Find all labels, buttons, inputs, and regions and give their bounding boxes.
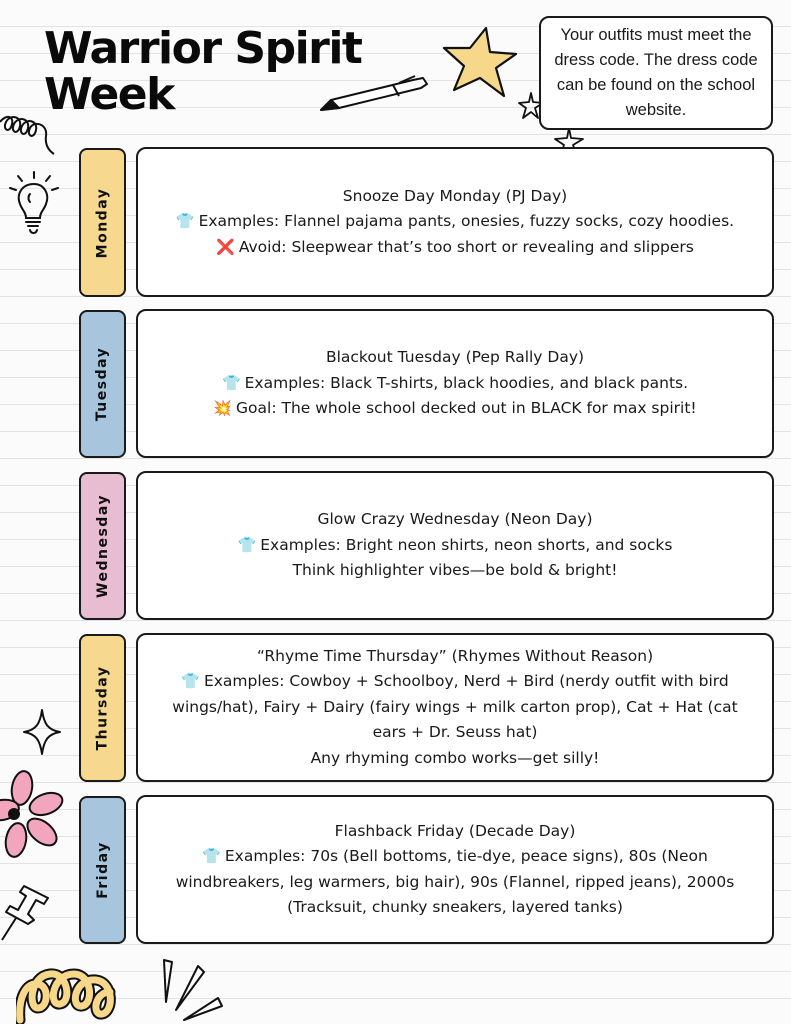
tuesday-goal: Goal: The whole school decked out in BLA… — [236, 399, 697, 418]
monday-examples: Examples: Flannel pajama pants, onesies,… — [198, 212, 735, 231]
lightbulb-icon — [9, 171, 59, 234]
day-tab-wednesday: Wednesday — [79, 472, 126, 620]
wednesday-examples: Examples: Bright neon shirts, neon short… — [260, 535, 673, 554]
friday-examples: Examples: 70s (Bell bottoms, tie-dye, pe… — [175, 847, 735, 916]
collision-icon: 💥 — [213, 399, 233, 418]
tuesday-goal-row: 💥Goal: The whole school decked out in BL… — [213, 396, 696, 422]
title-line-1: Warrior Spirit — [44, 23, 363, 74]
day-tab-thursday-label: Thursday — [94, 665, 111, 751]
friday-title: Flashback Friday (Decade Day) — [334, 821, 576, 840]
tuesday-examples: Examples: Black T-shirts, black hoodies,… — [244, 373, 689, 392]
thursday-examples-row: 👕Examples: Cowboy + Schoolboy, Nerd + Bi… — [154, 669, 756, 746]
day-tab-tuesday-label: Tuesday — [94, 346, 111, 422]
day-card-friday: Flashback Friday (Decade Day) 👕Examples:… — [136, 795, 774, 944]
sparkle-icon — [23, 709, 61, 755]
wednesday-extra: Think highlighter vibes—be bold & bright… — [292, 561, 618, 580]
title-line-2: Week — [44, 69, 175, 120]
flower-icon — [0, 770, 64, 858]
shirt-icon: 👕 — [221, 373, 241, 392]
shirt-icon: 👕 — [237, 535, 257, 554]
cross-mark-icon: ❌ — [216, 237, 235, 256]
day-card-thursday: “Rhyme Time Thursday” (Rhymes Without Re… — [136, 633, 774, 782]
tuesday-title: Blackout Tuesday (Pep Rally Day) — [325, 348, 585, 367]
day-tab-friday: Friday — [79, 796, 126, 944]
monday-avoid-row: ❌Avoid: Sleepwear that’s too short or re… — [216, 235, 694, 261]
day-tab-thursday: Thursday — [79, 634, 126, 782]
page-title: Warrior Spirit Week — [44, 23, 363, 120]
monday-title: Snooze Day Monday (PJ Day) — [342, 186, 568, 205]
day-card-tuesday: Blackout Tuesday (Pep Rally Day) 👕Exampl… — [136, 309, 774, 458]
wednesday-title: Glow Crazy Wednesday (Neon Day) — [317, 510, 593, 529]
tuesday-examples-row: 👕Examples: Black T-shirts, black hoodies… — [222, 371, 688, 397]
friday-examples-row: 👕Examples: 70s (Bell bottoms, tie-dye, p… — [154, 844, 756, 921]
burst-lines-icon — [163, 959, 223, 1021]
thursday-title: “Rhyme Time Thursday” (Rhymes Without Re… — [256, 646, 654, 665]
wednesday-examples-row: 👕Examples: Bright neon shirts, neon shor… — [238, 533, 673, 559]
day-tab-tuesday: Tuesday — [79, 310, 126, 458]
day-tab-friday-label: Friday — [94, 841, 111, 899]
star-icon — [442, 26, 518, 98]
day-tab-monday-label: Monday — [94, 187, 111, 258]
shirt-icon: 👕 — [202, 847, 221, 865]
shirt-icon: 👕 — [181, 672, 200, 691]
day-tab-wednesday-label: Wednesday — [94, 494, 111, 598]
pushpin-icon — [1, 885, 49, 941]
monday-avoid: Avoid: Sleepwear that’s too short or rev… — [238, 237, 694, 256]
thursday-examples: Examples: Cowboy + Schoolboy, Nerd + Bir… — [172, 672, 738, 742]
day-card-monday: Snooze Day Monday (PJ Day) 👕Examples: Fl… — [136, 147, 774, 297]
monday-examples-row: 👕Examples: Flannel pajama pants, onesies… — [176, 209, 734, 235]
dress-code-note-text: Your outfits must meet the dress code. T… — [554, 26, 758, 119]
day-tab-monday: Monday — [79, 148, 126, 297]
dress-code-note: Your outfits must meet the dress code. T… — [539, 16, 773, 130]
day-card-wednesday: Glow Crazy Wednesday (Neon Day) 👕Example… — [136, 471, 774, 620]
swirl-icon — [16, 968, 116, 1024]
thursday-extra: Any rhyming combo works—get silly! — [310, 748, 600, 767]
pen-icon — [320, 75, 428, 111]
shirt-icon: 👕 — [175, 212, 195, 231]
squiggle-icon — [0, 116, 55, 155]
